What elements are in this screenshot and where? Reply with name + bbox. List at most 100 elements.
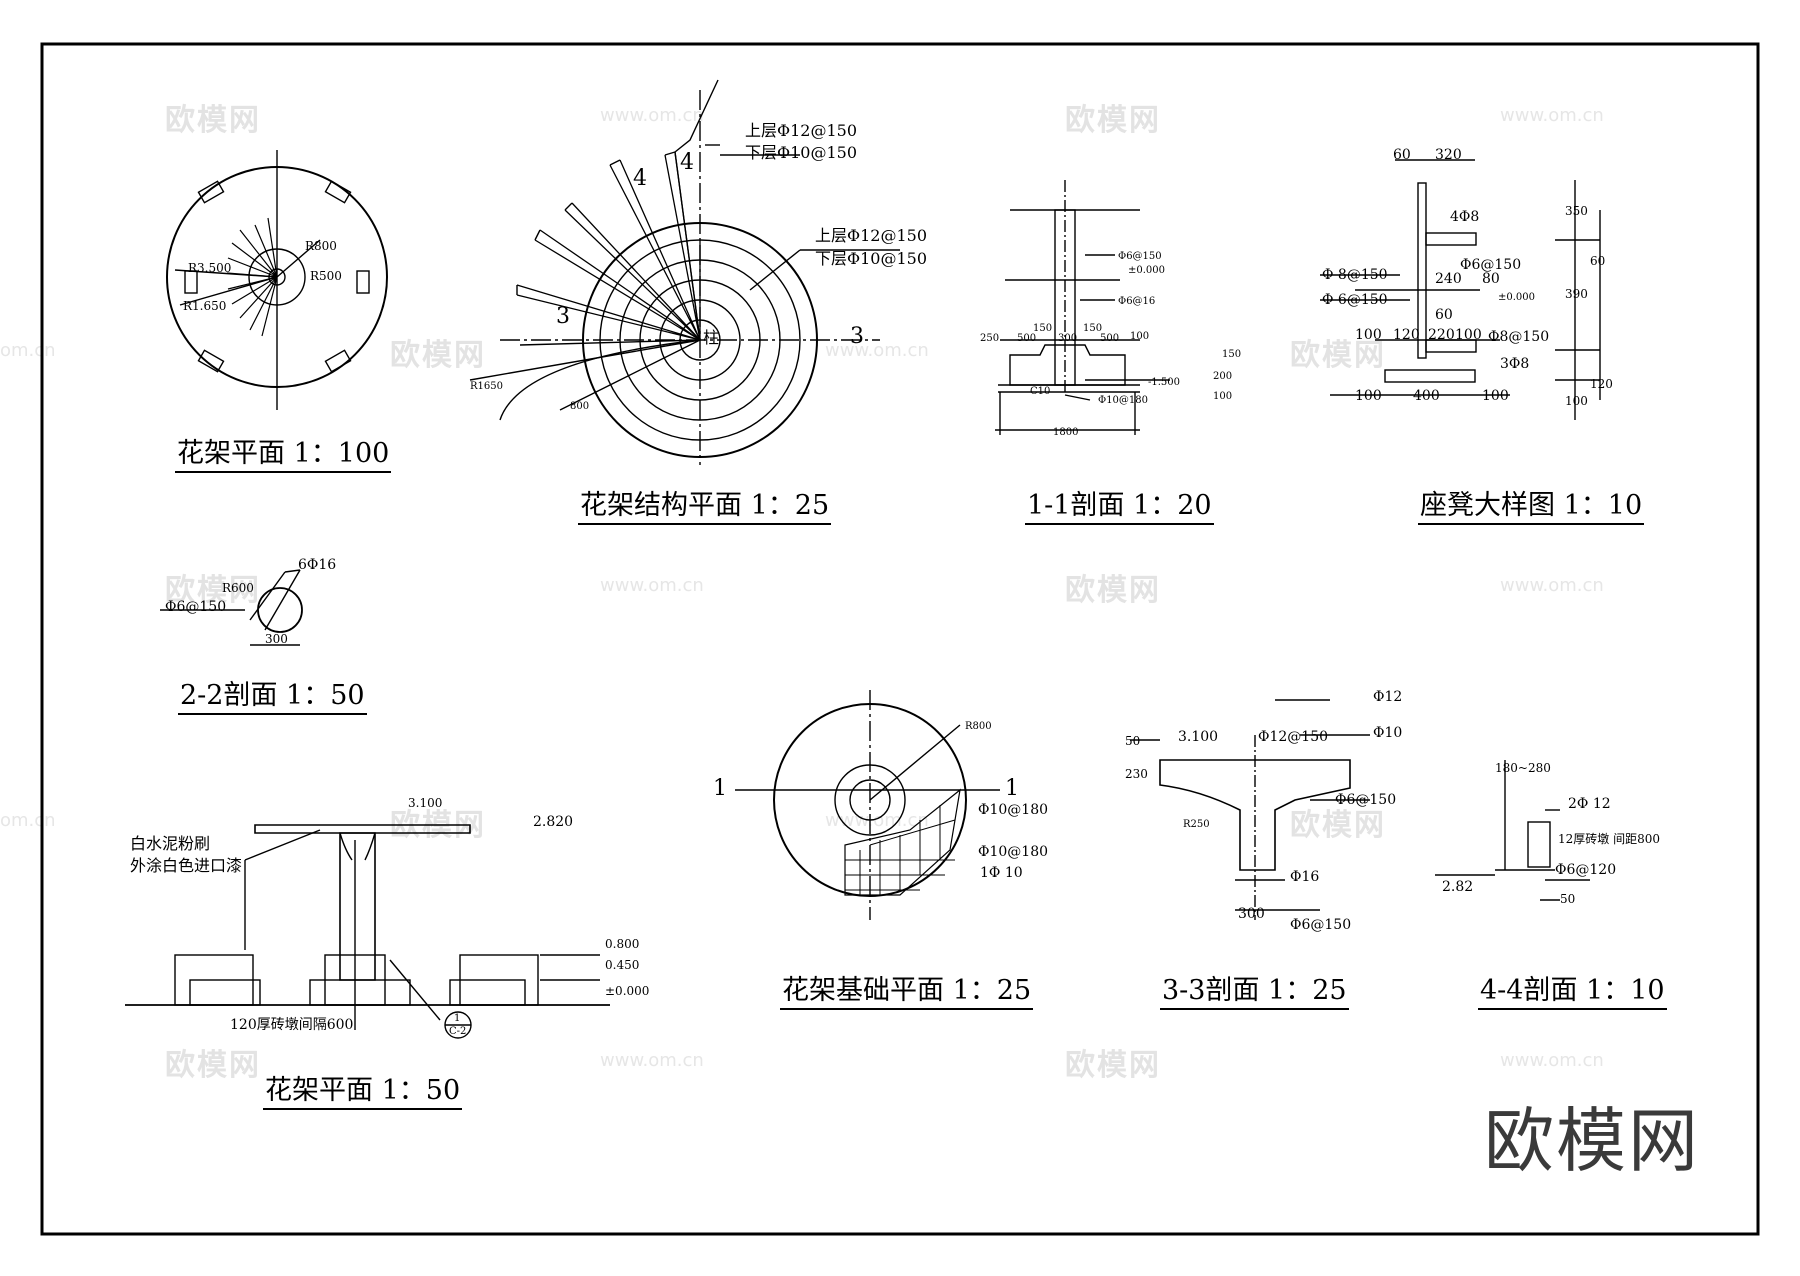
plan100-r-outer: R3.500: [188, 261, 232, 275]
found-bar10180a: Φ10@180: [978, 802, 1049, 818]
sec11-d100: 100: [1130, 331, 1150, 342]
sec11-d500a: 500: [1017, 333, 1037, 344]
watermark-url: www.om.cn: [825, 340, 929, 361]
elev-lvl3100: 3.100: [408, 796, 443, 810]
watermark: 欧模网: [165, 103, 261, 138]
bench-bar6150: Φ6@150: [1460, 257, 1522, 273]
plan-100-drawing: [166, 150, 388, 410]
sec11-c: C10: [1030, 386, 1051, 397]
sec11-d200: 200: [1213, 371, 1233, 382]
foundation-plan-drawing: [735, 690, 1000, 920]
sec11-d150a: 150: [1033, 323, 1053, 334]
bench-d100e: 100: [1565, 394, 1588, 408]
sec44-lvl: 2.82: [1442, 879, 1474, 895]
watermark-url: www.om.cn: [1500, 105, 1604, 126]
sec22-bar6150: Φ6@150: [165, 599, 227, 615]
elev-lvl450: 0.450: [605, 958, 640, 972]
struct-mid-lower: 下层Φ10@150: [815, 249, 928, 268]
sec11-d300: 300: [1058, 333, 1078, 344]
bench-d100d: 100: [1482, 388, 1509, 404]
struct-mark-3b: 3: [850, 324, 864, 349]
bench-d320: 320: [1435, 147, 1462, 163]
sec44-d50: 50: [1560, 892, 1576, 906]
watermark: 欧模网: [390, 338, 486, 373]
struct-top-lower: 下层Φ10@150: [745, 143, 858, 162]
title-found-25: 花架基础平面 1：25: [780, 975, 1034, 1011]
struct-mark-4b: 4: [680, 150, 694, 175]
elev-lvl0: ±0.000: [605, 984, 650, 998]
sec44-note: 12厚砖墩 间距800: [1558, 832, 1660, 846]
bench-d240: 240: [1435, 271, 1462, 287]
elev-ref2: C-2: [449, 1026, 467, 1037]
found-cut1a: 1: [713, 776, 727, 801]
sec33-bar10: Φ10: [1373, 725, 1403, 741]
sec22-r600: R600: [222, 581, 254, 595]
bench-d100b: 100: [1455, 327, 1482, 343]
elev-note2: 外涂白色进口漆: [130, 856, 243, 875]
watermark-url: www.om.cn: [600, 575, 704, 596]
watermark-url: www.om.cn: [825, 810, 929, 831]
watermark: 欧模网: [1290, 338, 1386, 373]
sec33-d300: 300: [1238, 906, 1265, 922]
watermark: 欧模网: [1290, 808, 1386, 843]
struct-mark-4a: 4: [633, 166, 647, 191]
struct-mid-upper: 上层Φ12@150: [815, 226, 928, 245]
title-sec-4-4: 4-4剖面 1：10: [1478, 975, 1667, 1011]
elevation-50-drawing: [125, 824, 610, 1039]
title-bench-10: 座凳大样图 1：10: [1418, 490, 1645, 526]
sec11-d500b: 500: [1100, 333, 1120, 344]
bench-bar48: 4Φ8: [1450, 209, 1480, 225]
sec11-d250: 250: [980, 333, 1000, 344]
watermark-url: www.om.cn: [1500, 575, 1604, 596]
sec11-d150b: 150: [1083, 323, 1103, 334]
elev-note1: 白水泥粉刷: [130, 834, 211, 853]
sec11-lvl0: ±0.000: [1128, 265, 1166, 276]
sec33-bar16: Φ16: [1290, 869, 1320, 885]
title-sec-1-1: 1-1剖面 1：20: [1025, 490, 1214, 526]
plan100-r800: R800: [305, 239, 337, 253]
watermark: 欧模网: [165, 1048, 261, 1083]
bench-d390: 390: [1565, 287, 1588, 301]
elev-note3: 120厚砖墩间隔600: [230, 1017, 354, 1033]
sec33-bar6150b: Φ6@150: [1290, 917, 1352, 933]
sec44-bar212: 2Φ 12: [1568, 796, 1611, 812]
sec11-d150c: 150: [1222, 349, 1242, 360]
bench-lvl: ±0.000: [1498, 292, 1536, 303]
sec11-bar3: Φ10@180: [1098, 395, 1149, 406]
watermark: 欧模网: [1065, 103, 1161, 138]
sec33-bar6150: Φ6@150: [1335, 792, 1397, 808]
bench-d120: 120: [1393, 327, 1420, 343]
bench-d60: 60: [1393, 147, 1411, 163]
sec11-d1800: 1800: [1053, 427, 1079, 438]
sec33-bar12150: Φ12@150: [1258, 729, 1329, 745]
elev-ref1: 1: [454, 1013, 461, 1024]
bench-d60c: 60: [1435, 307, 1453, 323]
struct-d800: 800: [570, 401, 590, 412]
sec11-bar2: Φ6@16: [1118, 296, 1156, 307]
section-4-4-drawing: [1435, 760, 1590, 901]
brand-logo-text: 欧模网: [1484, 1100, 1700, 1182]
sec33-lvl3100: 3.100: [1178, 729, 1219, 745]
sec11-lvlm: -1.500: [1148, 377, 1181, 388]
found-cut1b: 1: [1005, 776, 1019, 801]
bench-d350: 350: [1565, 204, 1588, 218]
sheet-border: [40, 42, 1760, 1236]
sec44-bar6120: Φ6@120: [1555, 862, 1617, 878]
section-3-3-drawing: [1130, 699, 1370, 920]
found-bar10: 1Φ 10: [980, 865, 1023, 881]
plan100-r500: R500: [310, 269, 342, 283]
plan100-r-mid: R1.650: [183, 299, 227, 313]
bench-bar38: 3Φ8: [1500, 356, 1530, 372]
sec22-d300: 300: [265, 632, 288, 646]
found-r800: R800: [965, 721, 992, 732]
sec33-d230: 230: [1125, 767, 1148, 781]
bench-d100a: 100: [1355, 327, 1382, 343]
sec11-d100b: 100: [1213, 391, 1233, 402]
watermark: 欧模网: [1065, 573, 1161, 608]
struct-top-upper: 上层Φ12@150: [745, 121, 858, 140]
bench-d80: 80: [1482, 271, 1500, 287]
bench-detail-drawing: [1320, 159, 1601, 420]
watermark-url: www.om.cn: [1500, 1050, 1604, 1071]
